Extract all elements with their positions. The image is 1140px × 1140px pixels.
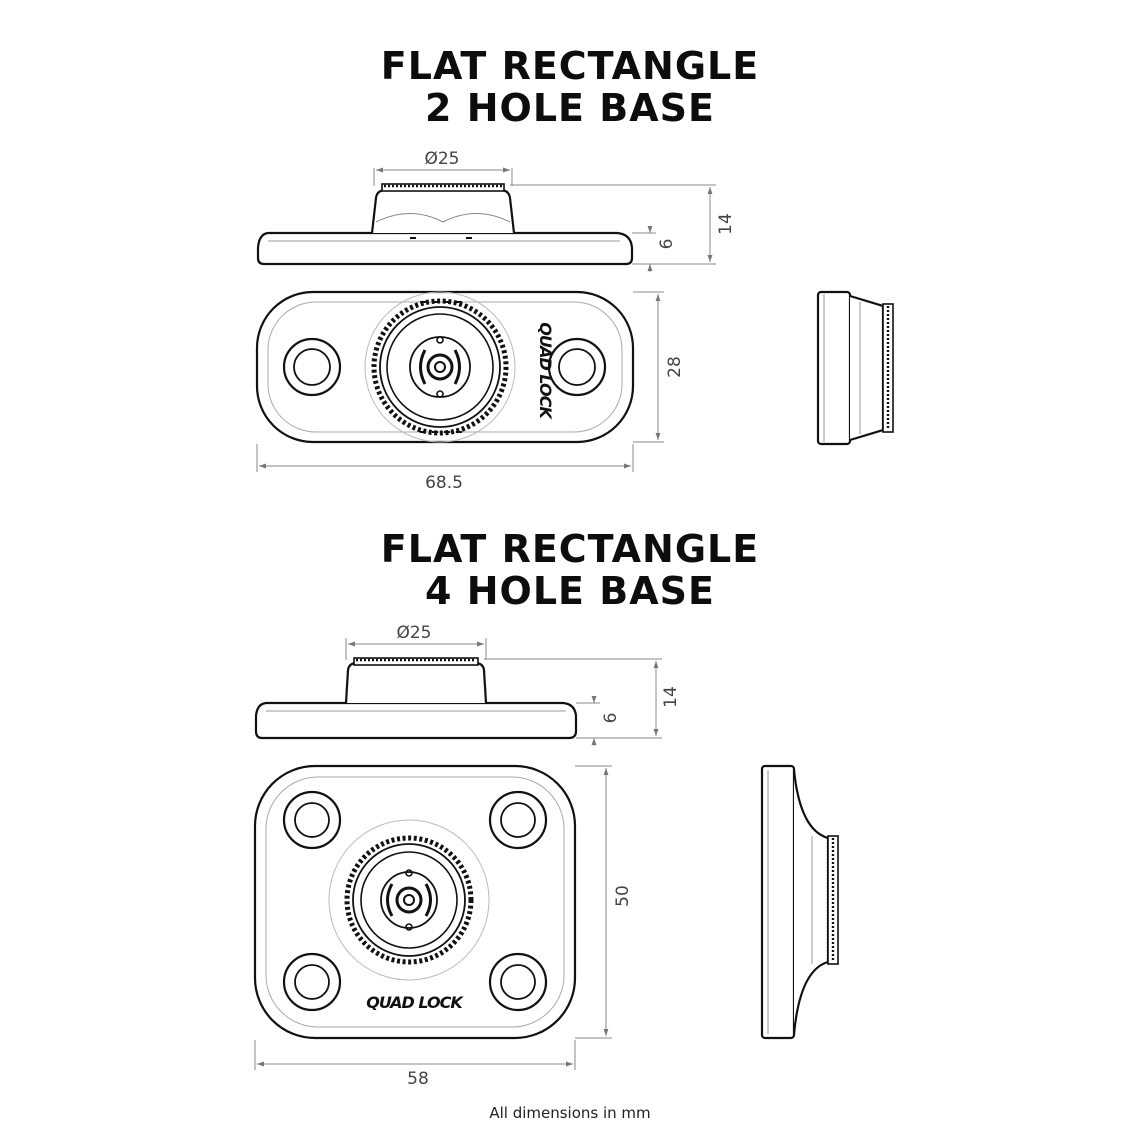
gear-ring [371, 298, 509, 436]
title-2-hole-base: FLAT RECTANGLE 2 HOLE BASE [0, 45, 1140, 129]
top-view-2-hole [255, 290, 635, 444]
end-view-4-hole [760, 764, 839, 1040]
side-view-4-hole [254, 657, 578, 740]
side-view-2-hole [256, 183, 634, 266]
mount-hole [282, 790, 342, 850]
dim-width: 68.5 [425, 473, 463, 493]
dim-width: 58 [407, 1069, 429, 1089]
brand-logo: QUAD LOCK [536, 322, 555, 420]
gear-ring [344, 835, 474, 965]
mount-hole [488, 952, 548, 1012]
title-line-2: 4 HOLE BASE [425, 569, 715, 613]
dim-diameter: Ø25 [424, 149, 459, 169]
dim-diameter: Ø25 [396, 623, 431, 643]
title-4-hole-base: FLAT RECTANGLE 4 HOLE BASE [0, 528, 1140, 612]
dimensions-2-hole [256, 167, 716, 472]
dim-height-total: 14 [661, 686, 681, 708]
dim-depth: 50 [613, 885, 633, 907]
title-line-1: FLAT RECTANGLE [380, 527, 760, 571]
mount-hole [282, 337, 342, 397]
title-line-1: FLAT RECTANGLE [380, 44, 760, 88]
mount-hole [547, 337, 607, 397]
dim-depth: 28 [665, 356, 685, 378]
end-view-2-hole [816, 290, 894, 446]
dimensions-4-hole [254, 638, 662, 1070]
footer-note: All dimensions in mm [489, 1104, 651, 1122]
title-line-2: 2 HOLE BASE [425, 86, 715, 130]
mount-hole [282, 952, 342, 1012]
dim-height-base: 6 [601, 713, 621, 724]
brand-logo: QUAD LOCK [366, 993, 464, 1012]
top-view-4-hole [253, 764, 577, 1040]
mount-hole [488, 790, 548, 850]
dim-height-base: 6 [657, 239, 677, 250]
dim-height-total: 14 [716, 213, 736, 235]
